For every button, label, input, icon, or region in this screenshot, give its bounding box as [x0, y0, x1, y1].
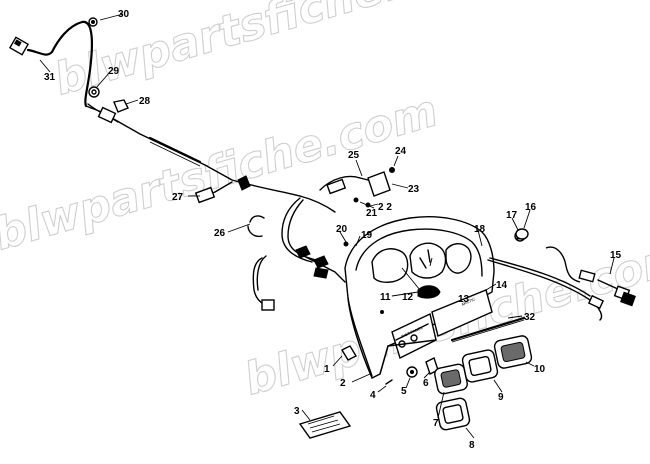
callout-27: 27	[172, 192, 184, 203]
callout-16: 16	[525, 202, 537, 213]
callout-5: 5	[401, 386, 407, 397]
callout-28: 28	[139, 96, 151, 107]
callout-17: 17	[506, 210, 518, 221]
hardware-parts	[88, 17, 529, 385]
callout-10: 10	[534, 364, 546, 375]
callout-4: 4	[370, 390, 376, 401]
cable-15	[487, 246, 636, 321]
callout-32: 32	[524, 312, 536, 323]
callout-18: 18	[474, 224, 486, 235]
callout-26: 26	[214, 228, 226, 239]
callout-11: 11	[380, 292, 391, 303]
trim-strip-32	[450, 316, 526, 343]
callout-7: 7	[433, 418, 439, 429]
lenses	[434, 335, 533, 431]
watermark: blwpartsfiche.com blwpartsfiche.com blwp…	[0, 0, 650, 406]
callout-30: 30	[118, 9, 130, 20]
callout-13: 13	[458, 294, 470, 305]
callout-9: 9	[498, 392, 504, 403]
callout-14: 14	[496, 280, 508, 291]
wiring-harness	[8, 20, 361, 311]
callout-1: 1	[324, 364, 330, 375]
callout-12: 12	[402, 292, 414, 303]
callout-8: 8	[469, 440, 475, 451]
callout-31: 31	[44, 72, 56, 83]
callout-3: 3	[294, 406, 300, 417]
callout-29: 29	[108, 66, 120, 77]
callout-19: 19	[361, 230, 373, 241]
callout-23: 23	[408, 184, 420, 195]
callout-6: 6	[423, 378, 429, 389]
svg-text:ARCTIC: ARCTIC	[460, 296, 476, 307]
callout-labels: 1 2 3 4 5 6 7 8 9 10 11 12 13 14 15 16 1…	[44, 9, 622, 451]
callout-24: 24	[395, 146, 407, 157]
leader-lines	[39, 13, 615, 439]
callout-25: 25	[348, 150, 360, 161]
callout-21: 21	[366, 208, 378, 219]
dash-console: INST PANEL ARCTIC	[344, 216, 495, 379]
callout-15: 15	[610, 250, 622, 261]
callout-20: 20	[336, 224, 348, 235]
decal-plate-3	[298, 411, 352, 439]
callout-22: 2 2	[378, 202, 392, 213]
callout-2: 2	[340, 378, 346, 389]
